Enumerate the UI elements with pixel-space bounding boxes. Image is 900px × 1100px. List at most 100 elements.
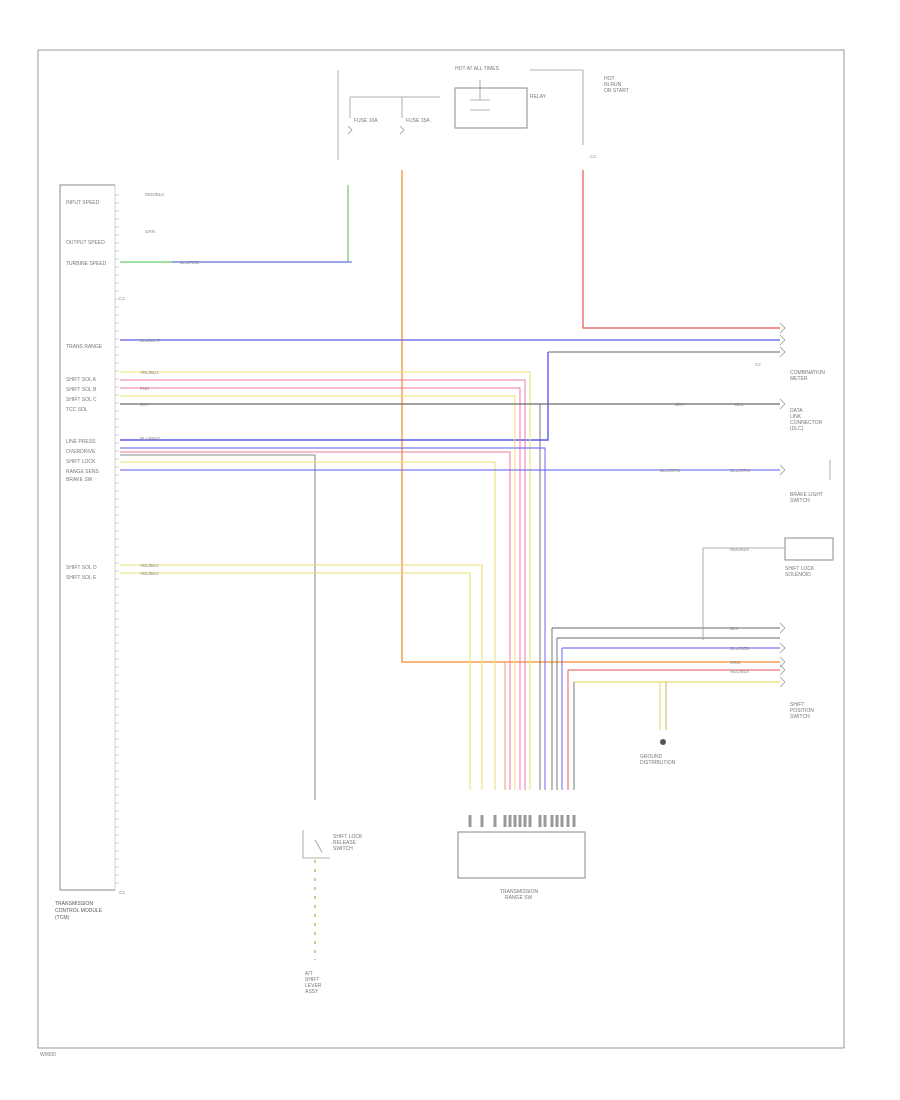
wire-harness xyxy=(120,170,780,800)
wire-code-11: BLU/ORN xyxy=(660,468,680,473)
shift-lever-label-1: A/T xyxy=(305,971,313,977)
tcm-pin-label-13: BRAKE SW xyxy=(66,477,93,483)
ground-symbol: GROUND DISTRIBUTION xyxy=(640,739,676,766)
wire-code-17: RED/BLK xyxy=(730,669,749,674)
shift-position-label-3: SWITCH xyxy=(790,714,810,720)
range-switch-box xyxy=(457,831,586,879)
tcm-pin-label-14: SHIFT SOL D xyxy=(66,565,97,571)
tcm-module: TRANSMISSION CONTROL MODULE (TCM) INPUT … xyxy=(55,184,125,921)
fuse-box-label: HOT AT ALL TIMES xyxy=(455,66,500,72)
wire-code-4: BLU/WHT xyxy=(140,338,161,343)
range-switch-pin xyxy=(503,815,507,827)
tcm-pin-label-5: SHIFT SOL A xyxy=(66,377,97,383)
dlc-label-4: (DLC) xyxy=(790,426,804,432)
diagram-frame xyxy=(37,49,845,1049)
relay-label: RELAY xyxy=(530,94,547,100)
brake-switch-label-1: BRAKE LIGHT xyxy=(790,492,823,498)
range-switch-pin xyxy=(508,815,512,827)
range-switch-pin xyxy=(523,815,527,827)
wire-pink-2 xyxy=(120,387,521,790)
wire-code-12: BLU/ORN xyxy=(730,468,750,473)
right-connector-ticks: C4 xyxy=(755,322,786,688)
tcm-label-1: TRANSMISSION xyxy=(55,901,93,907)
brake-switch-label-2: SWITCH xyxy=(790,498,810,504)
range-switch-pin xyxy=(555,815,559,827)
wire-code-3: BLU/RED xyxy=(180,260,200,265)
tcm-pin-label-10: OVERDRIVE xyxy=(66,449,96,455)
wire-yellow-3 xyxy=(120,461,496,790)
fuse-2-label: FUSE 15A xyxy=(406,118,430,124)
wire-code-6: PNK xyxy=(140,386,149,391)
range-switch-pin xyxy=(572,815,576,827)
connector-c2-label: C2 xyxy=(119,890,125,895)
dlc-label-2: LINK xyxy=(790,414,802,420)
range-switch-pin xyxy=(550,815,554,827)
wire-yellow-2 xyxy=(120,395,516,790)
wire-code-10: BLU/WHT xyxy=(140,436,161,441)
connector-c4-label: C4 xyxy=(755,362,761,367)
wire-code-9: BLK xyxy=(735,402,744,407)
wire-code-14: BLK xyxy=(730,626,739,631)
wire-code-15: BLU/RED xyxy=(730,646,750,651)
range-switch-label-1: TRANSMISSION xyxy=(500,889,538,895)
tcm-pin-label-6: SHIFT SOL B xyxy=(66,387,97,393)
shift-lever-label-2: SHIFT xyxy=(305,977,319,983)
wire-yellow-1 xyxy=(120,371,531,790)
range-switch-pin xyxy=(543,815,547,827)
top-right-label-2: IN RUN xyxy=(604,82,622,88)
wire-orange xyxy=(401,170,780,663)
range-switch-pin xyxy=(480,815,484,827)
range-switch-pin xyxy=(528,815,532,827)
top-right-label-3: OR START xyxy=(604,88,629,94)
tcm-pin-label-1: INPUT SPEED xyxy=(66,200,100,206)
tcm-pin-label-11: SHIFT LOCK xyxy=(66,459,96,465)
relay-box xyxy=(454,87,528,129)
wire-code-7: GRY xyxy=(140,402,150,407)
shift-lock-switch-label-2: RELEASE xyxy=(333,840,357,846)
wire-code-16: ORG xyxy=(730,660,741,665)
tcm-label-3: (TCM) xyxy=(55,915,69,921)
fuse-relay-area: FUSE 10A FUSE 15A HOT AT ALL TIMES RELAY… xyxy=(337,66,629,160)
dlc-label-1: DATA xyxy=(790,408,803,414)
shift-position-label-1: SHIFT xyxy=(790,702,804,708)
shift-lock-switch-label-1: SHIFT LOCK xyxy=(333,834,363,840)
shift-lock-solenoid-label-1: SHIFT LOCK xyxy=(785,566,815,572)
tcm-pin-numbers xyxy=(115,194,119,884)
combination-meter-label-1: COMBINATION xyxy=(790,370,825,376)
range-switch-label-2: RANGE SW xyxy=(505,895,533,901)
ground-dist-label-2: DISTRIBUTION xyxy=(640,760,676,766)
shift-lock-switch: SHIFT LOCK RELEASE SWITCH A/T SHIFT LEVE… xyxy=(302,830,363,995)
wire-code-18: YEL/BLU xyxy=(140,563,159,568)
wire-code-1: RED/BLK xyxy=(145,192,164,197)
wire-blue-2 xyxy=(120,352,549,441)
tcm-pin-label-3: TURBINE SPEED xyxy=(66,261,107,267)
range-switch-pin xyxy=(566,815,570,827)
wire-code-5: YEL/BLU xyxy=(140,370,159,375)
wire-gray-shift xyxy=(120,454,316,800)
range-switch: TRANSMISSION RANGE SW xyxy=(457,815,586,901)
range-switch-pin xyxy=(560,815,564,827)
tcm-pin-label-9: LINE PRESS xyxy=(66,439,96,445)
wire-yellow-5 xyxy=(120,572,471,790)
range-switch-pin xyxy=(468,815,472,827)
connector-c1-label: C1 xyxy=(119,296,125,301)
fuse-1-label: FUSE 10A xyxy=(354,118,378,124)
wire-blue-3 xyxy=(120,447,546,790)
range-switch-pin xyxy=(513,815,517,827)
range-switch-pin xyxy=(493,815,497,827)
shift-lever-label-4: ASSY xyxy=(305,989,319,995)
shift-lever-label-3: LEVER xyxy=(305,983,322,989)
tcm-pin-label-7: SHIFT SOL C xyxy=(66,397,97,403)
shift-lock-solenoid-label-2: SOLENOID xyxy=(785,572,811,578)
wire-code-8: GRY xyxy=(675,402,685,407)
dlc-label-3: CONNECTOR xyxy=(790,420,823,426)
wire-pink-3 xyxy=(120,451,511,790)
combination-meter-label-2: METER xyxy=(790,376,808,382)
top-right-label-1: HOT xyxy=(604,76,615,82)
tcm-pin-label-4: TRANS RANGE xyxy=(66,344,103,350)
tcm-module-outline xyxy=(59,184,115,891)
shift-lock-switch-label-3: SWITCH xyxy=(333,846,353,852)
tcm-pin-label-12: RANGE SENS xyxy=(66,469,99,475)
wire-code-2: GRN xyxy=(145,229,155,234)
